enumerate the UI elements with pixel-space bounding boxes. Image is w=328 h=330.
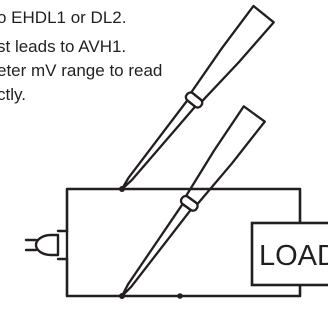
- bottom-junction-dot-2: [177, 293, 183, 299]
- test-probe-top-icon: [120, 4, 275, 191]
- test-probe-bottom-icon: [120, 105, 266, 298]
- instruction-line-2: st leads to AVH1.: [0, 37, 126, 56]
- load-label: LOAD: [259, 240, 328, 272]
- bottom-wire: [65, 257, 302, 298]
- load-box: LOAD: [250, 221, 328, 287]
- power-plug-icon: [24, 229, 69, 261]
- top-wire: [65, 187, 302, 233]
- load-box-outline: [250, 221, 328, 287]
- instruction-line-3: eter mV range to read: [0, 61, 162, 80]
- instruction-text: o EHDL1 or DL2. st leads to AVH1. eter m…: [0, 8, 162, 104]
- instruction-line-1: o EHDL1 or DL2.: [0, 8, 126, 27]
- instruction-line-4: ctly.: [0, 85, 26, 104]
- circuit-wires: [65, 187, 302, 298]
